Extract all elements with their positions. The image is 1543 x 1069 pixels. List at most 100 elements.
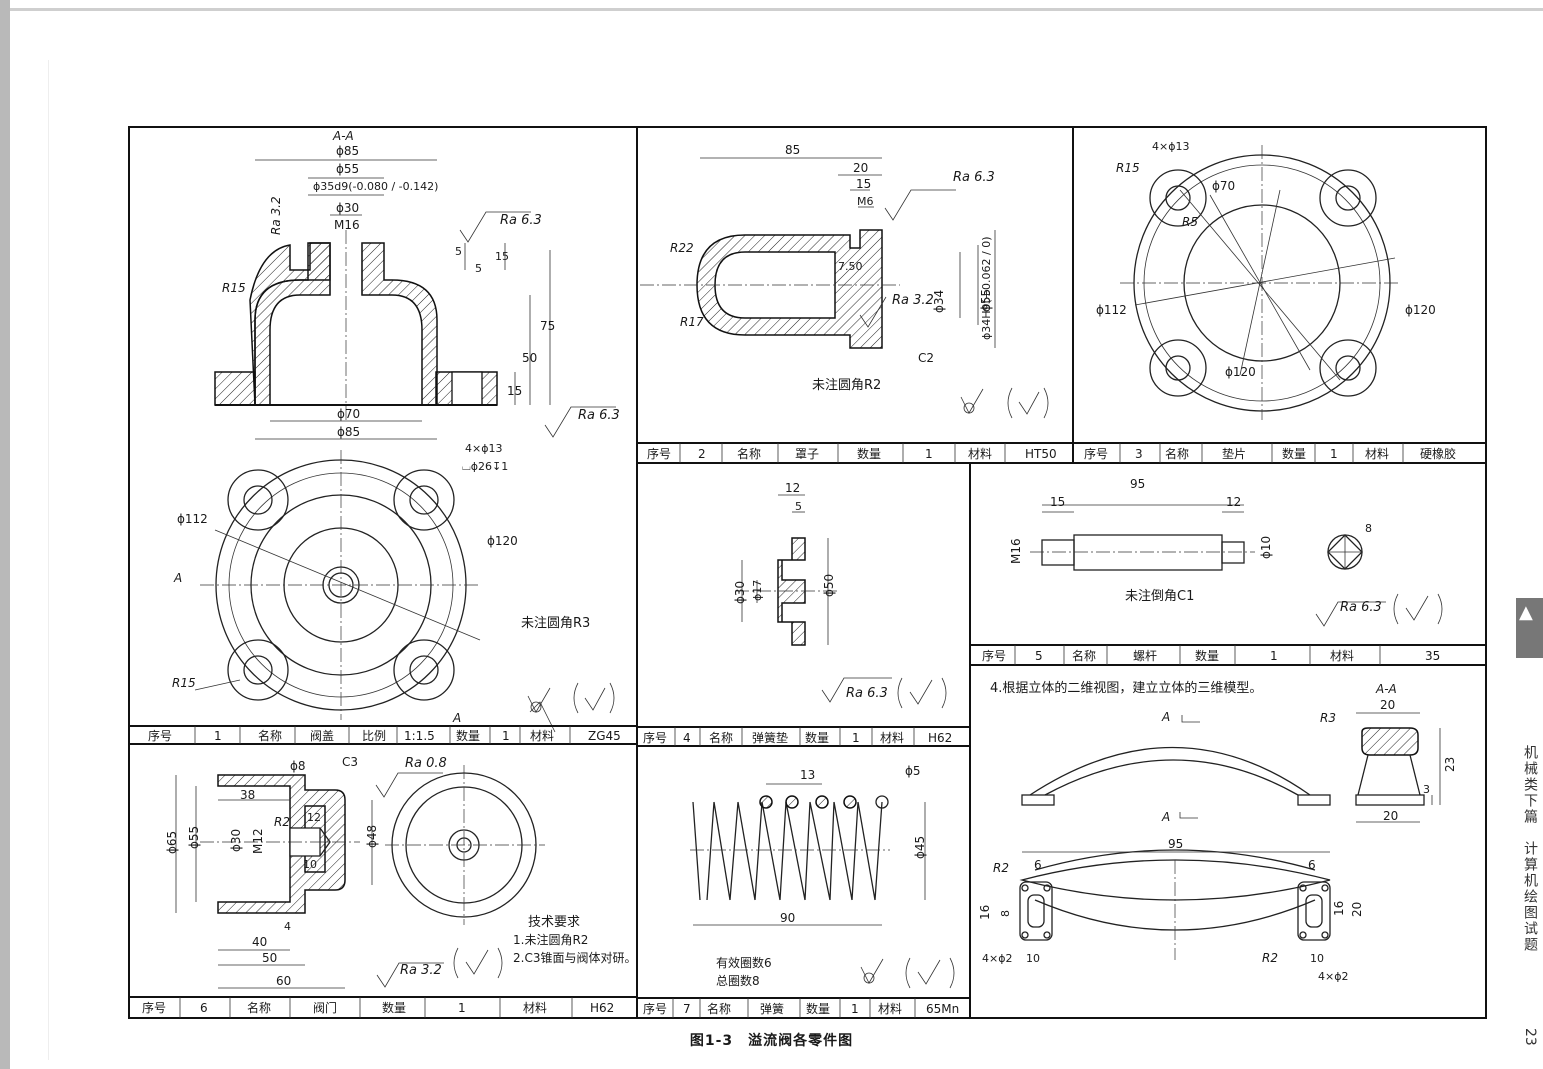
p6-dim: 40 [252,935,267,949]
title-cell: 材料 [968,447,992,461]
p6-roughness: Ra 3.2 [400,963,442,978]
p1-dim: 5 [475,262,482,275]
p8-dim: 4×ϕ2 [1318,970,1348,983]
p8-dim: 20 [1380,698,1395,712]
p6-dim: M12 [251,828,265,854]
part6-drawing [175,765,545,989]
p8-view-arrow: A [1161,710,1170,724]
p8-dim: 8 [999,910,1012,917]
p1-dim: ϕ112 [177,512,208,526]
p1-section-label: A-A [332,129,354,143]
part4-labels: 12 5 ϕ30 ϕ17 ϕ50 Ra 6.3 [733,481,888,701]
title-cell: 65Mn [926,1002,959,1016]
p3-dim: 4×ϕ13 [1152,140,1189,153]
roughness-symbol [544,406,616,438]
p3-title-bar: 序号 3 名称 垫片 数量 1 材料 硬橡胶 [1084,443,1456,463]
p4-dim: ϕ50 [822,574,836,597]
chapter-label: 机械类下篇 计算机绘图试题 [1522,745,1538,953]
title-cell: 1 [214,729,222,743]
p7-dim: 90 [780,911,795,925]
p6-dim: 4 [284,920,291,933]
p5-title-bar: 序号 5 名称 螺杆 数量 1 材料 35 [970,644,1486,665]
p1-roughness: Ra 3.2 [269,196,283,235]
part7-drawing [690,783,955,989]
p1-dim: ϕ35d9(-0.080 / -0.142) [313,180,438,193]
p8-dim: 10 [1310,952,1324,965]
p1-dim: 15 [495,250,509,263]
title-cell: 数量 [806,1001,830,1016]
p7-note: 总圈数8 [716,973,760,988]
part8-labels: 4.根据立体的二维视图，建立立体的三维模型。 A A A-A 20 R3 23 … [978,680,1457,983]
title-cell: 6 [200,1001,208,1015]
title-cell: 1:1.5 [404,729,435,743]
figure-caption: 图1-3 溢流阀各零件图 [689,1033,854,1049]
p2-dim: C2 [918,351,934,365]
p6-roughness: Ra 0.8 [405,756,447,771]
p8-dim: 16 [1332,901,1346,916]
p7-note: 有效圈数6 [716,955,772,970]
title-cell: 7 [683,1002,691,1016]
p2-dim: ϕ34 [932,290,946,313]
p1-dim: ⌴ϕ26↧1 [462,460,508,473]
p8-task: 4.根据立体的二维视图，建立立体的三维模型。 [990,680,1262,696]
p1-dim: ϕ30 [336,201,359,215]
title-cell: 材料 [530,729,554,743]
title-cell: 数量 [382,1000,406,1015]
p1-dim: M16 [334,218,360,232]
title-cell: H62 [590,1001,614,1015]
p6-dim: 38 [240,788,255,802]
p4-dim: 12 [785,481,800,495]
title-cell: 3 [1135,447,1143,461]
title-cell: 螺杆 [1133,649,1157,663]
part3-labels: 4×ϕ13 R15 ϕ70 R5 ϕ112 ϕ120 ϕ120 [1096,140,1436,379]
p6-dim: ϕ55 [187,826,201,849]
roughness-symbol [821,677,892,703]
page-number: 23 [1522,1028,1538,1046]
p1-dim: ϕ55 [336,162,359,176]
title-cell: 35 [1425,649,1440,663]
p6-dim: ϕ48 [365,825,379,848]
p2-dim: ϕ55 [979,289,993,312]
scan-top-edge [10,8,1543,11]
p8-dim: 6 [1308,858,1316,872]
p1-dim: 50 [522,351,537,365]
p3-dim: R5 [1182,215,1198,229]
p6-dim: C3 [342,755,358,769]
p5-dim: M16 [1009,538,1023,564]
p5-dim: 95 [1130,477,1145,491]
p6-title-bar: 序号 6 名称 阀门 数量 1 材料 H62 [129,996,637,1018]
title-cell: HT50 [1025,447,1057,461]
title-cell: 序号 [643,1001,667,1016]
p6-dim: 10 [303,858,317,871]
p2-dim: 20 [853,161,868,175]
p3-dim: ϕ112 [1096,303,1127,317]
title-cell: 名称 [707,1001,731,1016]
p6-dim: ϕ65 [165,831,179,854]
title-cell: 材料 [1365,447,1389,461]
part1-labels: A-A ϕ85 ϕ55 ϕ35d9(-0.080 / -0.142) ϕ30 M… [172,129,620,725]
title-cell: 弹簧 [760,1001,784,1016]
p4-check [897,677,947,709]
title-cell: 序号 [142,1000,166,1015]
p2-dim: R17 [680,315,704,329]
p1-dim: 15 [507,384,522,398]
title-cell: 材料 [523,1001,547,1015]
title-cell: 数量 [805,730,829,745]
page-shadow [48,60,49,1060]
roughness-symbol [459,211,531,243]
title-cell: 序号 [148,728,172,743]
p1-dim: ϕ85 [336,144,359,158]
title-cell: 序号 [982,648,1006,663]
title-cell: H62 [928,731,952,745]
p8-view-arrow: A [1161,810,1170,824]
p8-dim: 20 [1383,809,1398,823]
p1-note: 未注圆角R3 [521,616,590,631]
p1-dim: R15 [222,281,246,295]
p5-dim: 8 [1365,522,1372,535]
p7-dim: ϕ5 [905,764,921,778]
part4-drawing [735,494,840,646]
p2-note: 未注圆角R2 [812,378,881,393]
title-cell: 阀盖 [310,729,334,743]
p4-title-bar: 序号 4 名称 弹簧垫 数量 1 材料 H62 [637,726,970,746]
